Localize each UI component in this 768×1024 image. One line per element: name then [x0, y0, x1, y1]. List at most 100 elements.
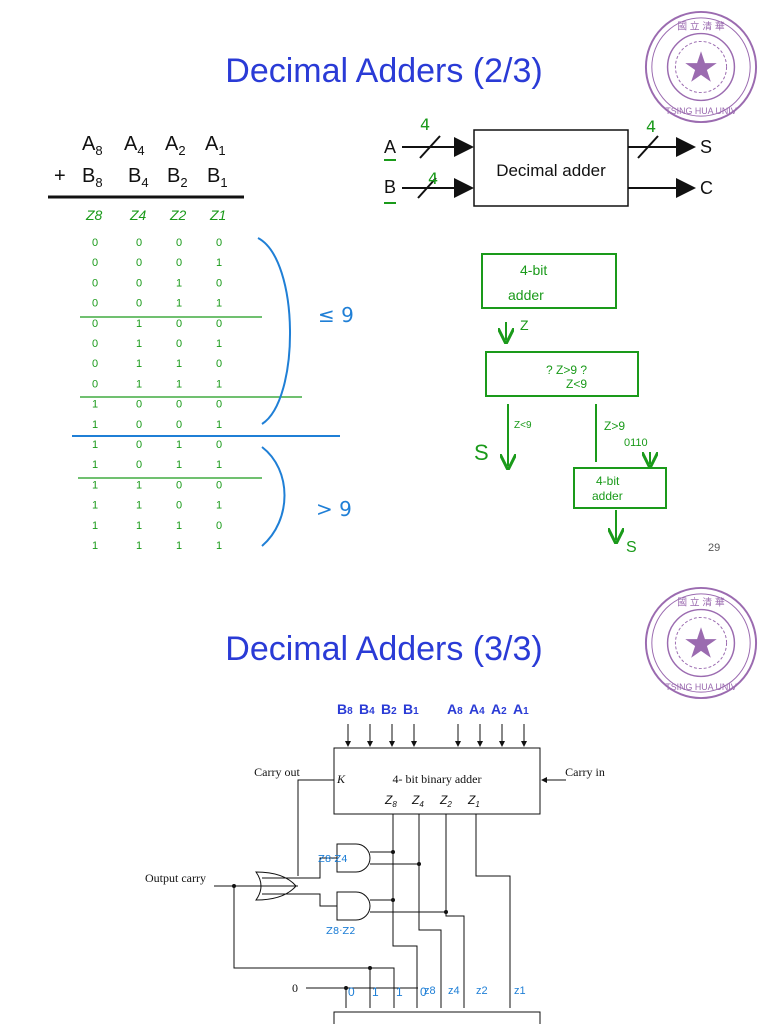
- z-output-label: Z4: [411, 793, 424, 809]
- slide-title: Decimal Adders (3/3): [225, 630, 543, 668]
- truth-table-cell: 1: [136, 500, 142, 512]
- a1-label: A1: [205, 133, 226, 158]
- truth-table-cell: 0: [216, 439, 222, 451]
- binary-adder-box: [333, 747, 541, 815]
- bottom-bit-label: 1: [396, 985, 403, 999]
- and-gate-1: [336, 843, 371, 873]
- adder-input-label: A1: [513, 701, 529, 717]
- page-number: 29: [708, 542, 721, 554]
- flow-check-line1: ? Z>9 ?: [546, 363, 587, 377]
- truth-table-cell: 1: [176, 540, 182, 552]
- adder-input-label: B2: [381, 701, 397, 717]
- flow-adder1-line2: adder: [508, 287, 544, 303]
- truth-table-cell: 0: [136, 399, 142, 411]
- truth-table-cell: 1: [92, 540, 98, 552]
- truth-table-cell: 0: [176, 419, 182, 431]
- truth-table-cell: 1: [176, 298, 182, 310]
- truth-table-cell: 1: [176, 358, 182, 370]
- truth-table-cell: 1: [136, 479, 142, 491]
- k-label: K: [336, 772, 346, 786]
- truth-table-cell: 1: [92, 479, 98, 491]
- flow-adder2-box: [573, 467, 667, 509]
- decimal-adder-diagram: A B 4 4 Decimal adder 4 S C 4-bit adder …: [384, 115, 713, 556]
- truth-table-cell: 0: [92, 237, 98, 249]
- gt9-label: > 9: [316, 497, 352, 521]
- output-c-label: C: [700, 178, 713, 198]
- brace-le9: [257, 237, 291, 425]
- adder-input-label: A8: [447, 701, 463, 717]
- bottom-z-label: z2: [476, 985, 488, 997]
- truth-table-header: Z4: [129, 207, 147, 223]
- truth-table-cell: 0: [136, 298, 142, 310]
- truth-table-cell: 0: [92, 358, 98, 370]
- output-carry-label: Output carry: [145, 871, 206, 885]
- z4-wire: [418, 814, 442, 1008]
- truth-table-cell: 1: [216, 378, 222, 390]
- truth-table-cell: 0: [176, 237, 182, 249]
- bottom-bit-label: 0: [420, 985, 427, 999]
- truth-table-cell: 1: [176, 277, 182, 289]
- carry-in-label: Carry in: [565, 765, 605, 779]
- truth-table-cell: 0: [92, 338, 98, 350]
- k-wire: [297, 779, 334, 876]
- decimal-adder-box: [473, 129, 629, 207]
- truth-table-cell: 0: [216, 520, 222, 532]
- truth-table-cell: 0: [216, 399, 222, 411]
- truth-table-cell: 0: [136, 439, 142, 451]
- truth-table-cell: 1: [92, 459, 98, 471]
- adder-input-label: A4: [469, 701, 485, 717]
- truth-table-cell: 0: [176, 399, 182, 411]
- z-output-label: Z1: [467, 793, 480, 809]
- truth-table-cell: 1: [92, 439, 98, 451]
- truth-table-cell: 1: [216, 500, 222, 512]
- le9-label: ≤ 9: [318, 303, 354, 327]
- flow-check-box: [485, 351, 639, 397]
- truth-table-cell: 1: [216, 419, 222, 431]
- plus-sign: +: [54, 165, 66, 187]
- truth-table-cell: 0: [136, 237, 142, 249]
- binary-adder-label: 4- bit binary adder: [393, 772, 482, 786]
- second-adder-box: [333, 1011, 541, 1024]
- flow-adder2-line2: adder: [592, 489, 623, 503]
- truth-table-cell: 0: [176, 500, 182, 512]
- flow-out-right: S: [626, 539, 637, 556]
- truth-table-cell: 0: [176, 479, 182, 491]
- brace-gt9: [261, 446, 286, 547]
- flow-out-left: S: [474, 440, 489, 465]
- svg-text:TSING HUA UNIV: TSING HUA UNIV: [665, 682, 736, 692]
- bottom-bit-label: 1: [372, 985, 379, 999]
- truth-table-cell: 0: [136, 277, 142, 289]
- input-a-label: A: [384, 137, 396, 157]
- bottom-z-label: z8: [424, 985, 436, 997]
- a8-label: A8: [82, 133, 103, 158]
- z-output-label: Z2: [439, 793, 452, 809]
- a2-label: A2: [165, 133, 186, 158]
- truth-table-cell: 0: [92, 298, 98, 310]
- gate2-note: Z8·Z2: [326, 926, 356, 937]
- b2-label: B2: [167, 165, 188, 190]
- truth-table-cell: 1: [136, 338, 142, 350]
- width-s-label: 4: [646, 117, 656, 136]
- z1-wire: [475, 814, 511, 1008]
- bottom-bit-label: 0: [348, 985, 355, 999]
- decimal-adder-label: Decimal adder: [496, 161, 606, 180]
- truth-table-cell: 0: [136, 257, 142, 269]
- university-seal-icon: 國 立 清 華 TSING HUA UNIV: [644, 10, 758, 124]
- adder-input-label: B8: [337, 701, 353, 717]
- flow-const-0110: 0110: [624, 437, 648, 449]
- truth-table-cell: 0: [216, 479, 222, 491]
- truth-table-cell: 0: [136, 419, 142, 431]
- slide-decimal-adders-3: Decimal Adders (3/3) 國 立 清 華 TSING HUA U…: [0, 576, 768, 1024]
- truth-table-cell: 1: [136, 378, 142, 390]
- flow-z-label: Z: [520, 317, 529, 333]
- truth-table-cell: 1: [216, 257, 222, 269]
- slide-title: Decimal Adders (2/3): [225, 52, 543, 90]
- adder-input-label: A2: [491, 701, 507, 717]
- bottom-z-label: z1: [514, 985, 526, 997]
- truth-table-cell: 1: [176, 378, 182, 390]
- svg-text:國 立 清 華: 國 立 清 華: [677, 596, 725, 609]
- width-a-label: 4: [420, 115, 430, 134]
- z-output-label: Z8: [384, 793, 397, 809]
- carry-out-label: Carry out: [254, 765, 300, 779]
- flow-check-line2: Z<9: [566, 377, 587, 391]
